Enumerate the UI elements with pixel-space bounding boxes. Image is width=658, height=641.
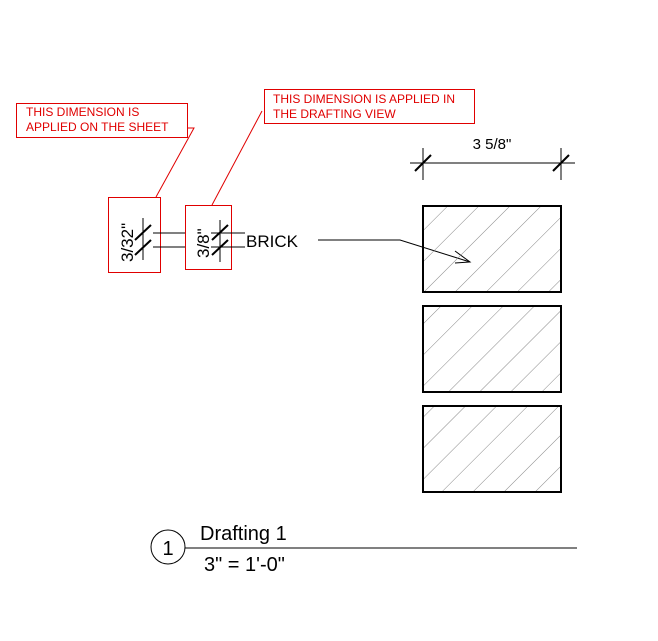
view-name: Drafting 1 [200,523,287,545]
sheet-dimension-note[interactable]: THIS DIMENSION IS APPLIED ON THE SHEET [16,103,195,198]
view-number-bubble [150,529,186,565]
material-tag[interactable]: BRICK [246,232,299,251]
note-leader [155,127,195,198]
note-line: THIS DIMENSION IS [26,105,139,119]
brick-width-dimension[interactable]: 3 5/8" [410,136,575,180]
highlight-box [108,197,161,273]
brick-section[interactable] [422,405,562,493]
brick-section[interactable] [422,305,562,393]
highlight-box [185,205,232,270]
note-line: THIS DIMENSION IS APPLIED IN [273,92,455,106]
dimension-text: 3 5/8" [473,136,512,153]
note-line: THE DRAFTING VIEW [273,107,396,121]
view-dimension-note[interactable]: THIS DIMENSION IS APPLIED IN THE DRAFTIN… [211,89,475,206]
brick-section[interactable] [422,205,562,293]
dimension-text: 3/32" [118,223,137,262]
view-scale: 3" = 1'-0" [204,554,285,576]
sheet-dimension[interactable]: 3/32" [108,197,186,273]
note-leader [211,110,263,206]
view-number: 1 [162,538,173,560]
note-line: APPLIED ON THE SHEET [26,120,169,134]
dimension-text: 3/8" [194,228,213,258]
view-title[interactable]: 1 Drafting 1 3" = 1'-0" [150,523,577,576]
view-dimension[interactable]: 3/8" [185,205,246,270]
